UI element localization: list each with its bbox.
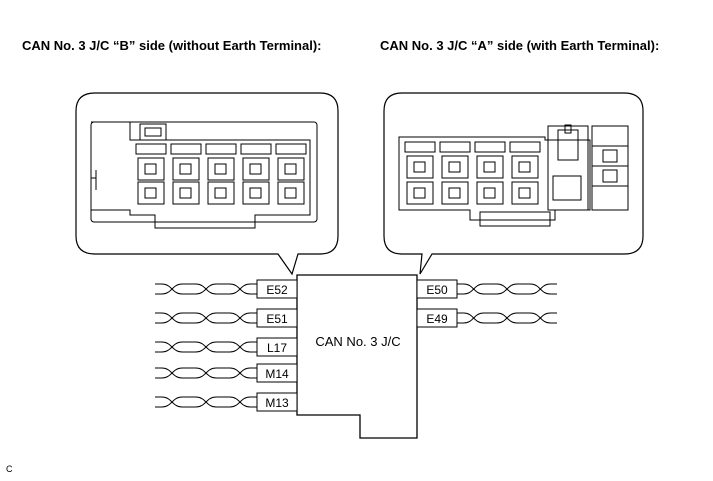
connector-label-e49: E49 (426, 312, 448, 326)
connector-box-e52 (256, 279, 298, 299)
connector-label-m14: M14 (265, 367, 289, 381)
b-side-cavity-column (135, 143, 167, 205)
right-connector-labels: E50 E49 (416, 279, 458, 328)
connector-label-m13: M13 (265, 396, 289, 410)
a-side-cavity-column (509, 141, 541, 205)
a-side-terminal-cavities (404, 141, 541, 205)
a-side-cavity-column (439, 141, 471, 205)
left-connector-heading: CAN No. 3 J/C “B” side (without Earth Te… (22, 38, 322, 53)
b-side-cavity-column (275, 143, 307, 205)
connector-label-l17: L17 (267, 341, 287, 355)
connector-box-e51 (256, 308, 298, 328)
b-side-cavity-column (170, 143, 202, 205)
wire-pair-e49 (457, 312, 557, 324)
twisted-pair-wires (155, 283, 557, 408)
a-side-connector-face (398, 124, 629, 227)
connector-box-e50 (416, 279, 458, 299)
wire-pair-m14 (155, 367, 257, 379)
a-side-cavity-column (404, 141, 436, 205)
connector-box-l17 (256, 337, 298, 357)
a-side-cavity-column (474, 141, 506, 205)
connector-label-e52: E52 (266, 283, 288, 297)
b-side-cavity-column (240, 143, 272, 205)
connector-label-e50: E50 (426, 283, 448, 297)
b-side-terminal-cavities (135, 143, 307, 205)
wire-pair-l17 (155, 341, 257, 353)
wire-pair-e52 (155, 283, 257, 295)
right-connector-heading: CAN No. 3 J/C “A” side (with Earth Termi… (380, 38, 659, 53)
wire-pair-e51 (155, 312, 257, 324)
footer-mark: C (6, 464, 13, 474)
b-side-cavity-column (205, 143, 237, 205)
junction-label: CAN No. 3 J/C (315, 334, 400, 349)
wire-pair-m13 (155, 396, 257, 408)
wire-pair-e50 (457, 283, 557, 295)
junction-connector-body (296, 274, 418, 439)
b-side-callout (75, 92, 339, 276)
connector-box-e49 (416, 308, 458, 328)
b-side-connector-face (90, 121, 318, 229)
connector-box-m13 (256, 392, 298, 412)
a-side-callout (383, 92, 644, 275)
connector-box-m14 (256, 363, 298, 383)
connector-label-e51: E51 (266, 312, 288, 326)
left-connector-labels: E52 E51 L17 M14 M13 (256, 279, 298, 412)
